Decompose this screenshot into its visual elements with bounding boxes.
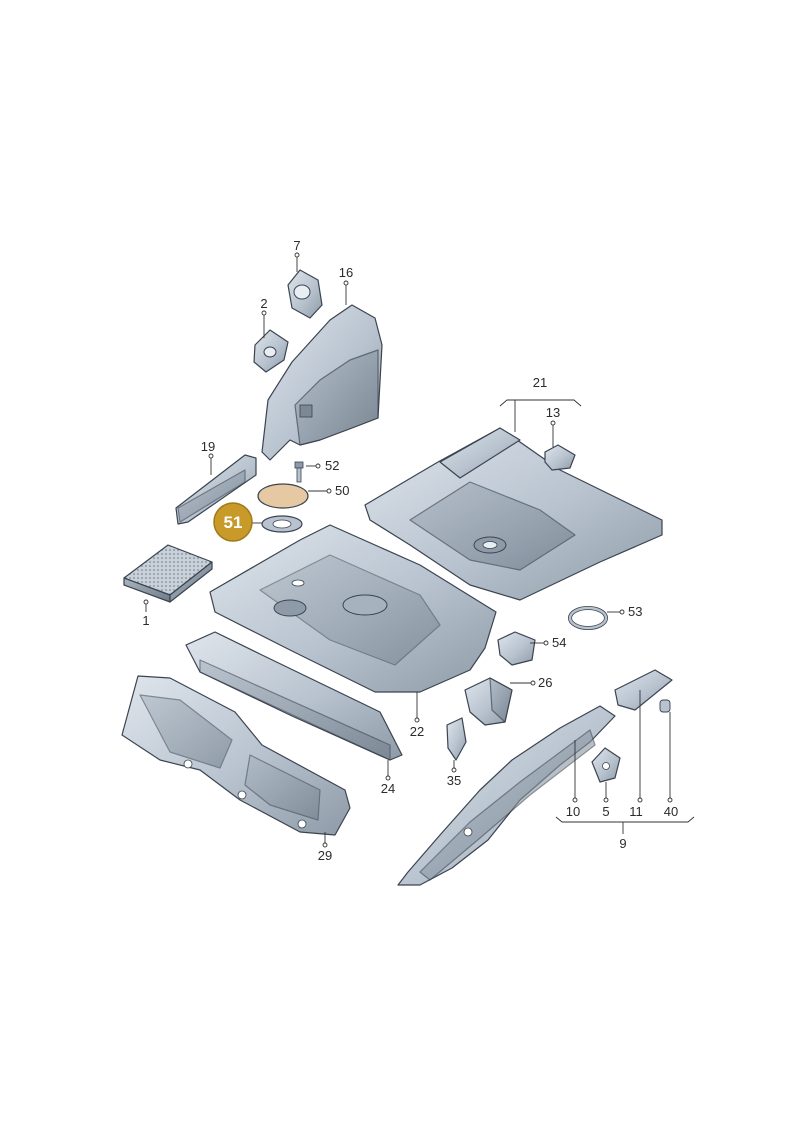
- part-29-rear-tray: [121, 675, 351, 836]
- part-54-bracket: [497, 631, 536, 666]
- part-19-rail: [175, 454, 257, 525]
- callout-19: 19: [201, 439, 215, 454]
- part-16-wheelhouse: [261, 304, 383, 461]
- callout-10: 10: [566, 804, 580, 819]
- callout-35: 35: [447, 773, 461, 788]
- part-11-bracket: [614, 669, 673, 711]
- callout-7: 7: [293, 238, 300, 253]
- callout-2: 2: [260, 296, 267, 311]
- part-52-bolt: [294, 461, 304, 483]
- part-22-rear-floor: [209, 524, 497, 693]
- callout-22: 22: [410, 724, 424, 739]
- callout-11: 11: [629, 804, 643, 819]
- callout-53: 53: [628, 604, 642, 619]
- part-21-floor-assembly: [364, 427, 663, 601]
- part-1-mat: [123, 544, 213, 603]
- callout-5: 5: [602, 804, 609, 819]
- part-35-bracket: [446, 717, 467, 761]
- part-2-bracket: [253, 329, 289, 373]
- part-10-side-member: [397, 705, 616, 886]
- callout-52: 52: [325, 458, 339, 473]
- callout-16: 16: [339, 265, 353, 280]
- callout-29: 29: [318, 848, 332, 863]
- highlight-badge-51[interactable]: 51: [213, 502, 253, 542]
- leader-lines: [143, 252, 695, 848]
- callout-9: 9: [619, 836, 626, 851]
- part-50-gasket: [257, 483, 309, 509]
- callout-13: 13: [546, 405, 560, 420]
- callout-26: 26: [538, 675, 552, 690]
- callout-labels: 7 16 2 19 52 50 1 21 13 53 54 26 22 24 2…: [142, 238, 678, 863]
- callout-24: 24: [381, 781, 395, 796]
- callout-54: 54: [552, 635, 566, 650]
- callout-21: 21: [533, 375, 547, 390]
- part-51-seal: [261, 515, 303, 533]
- highlight-label: 51: [224, 513, 243, 532]
- part-26-bracket: [464, 677, 513, 726]
- part-40-plug: [659, 699, 671, 713]
- part-5-bracket: [591, 747, 621, 783]
- part-53-ring: [568, 606, 608, 630]
- callout-50: 50: [335, 483, 349, 498]
- callout-1: 1: [142, 613, 149, 628]
- callout-40: 40: [664, 804, 678, 819]
- part-7-bracket: [287, 269, 323, 319]
- part-13-bracket: [544, 444, 576, 471]
- part-24-cross-member: [185, 631, 403, 761]
